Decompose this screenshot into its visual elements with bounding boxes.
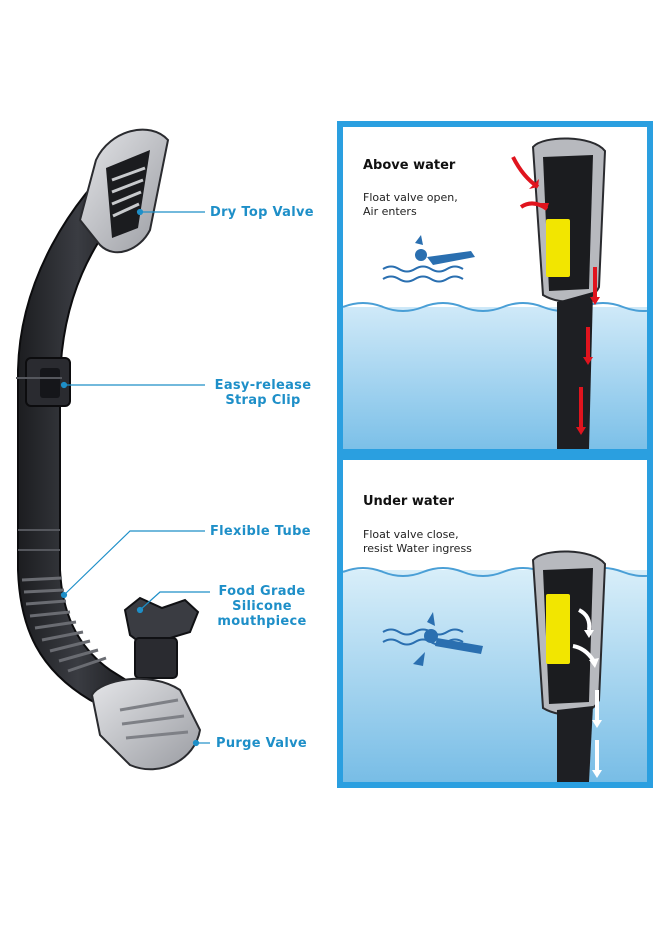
above-water-title: Above water	[363, 158, 456, 173]
under-water-title: Under water	[363, 494, 455, 509]
strap-clip-label-line2: Strap Clip	[225, 393, 301, 408]
corrugated-section	[21, 576, 107, 673]
under-water-panel: Under water Float valve close, resist Wa…	[337, 454, 653, 788]
mouthpiece-label: Food Grade Silicone mouthpiece	[212, 584, 312, 629]
water-flow-arrows	[572, 608, 599, 770]
mouthpiece-label-line1: Food Grade	[218, 584, 306, 599]
diver-icon	[413, 612, 483, 666]
above-water-panel: Above water Float valve open, Air enters	[337, 121, 653, 455]
float-valve	[546, 219, 570, 277]
leader-lines	[60, 208, 210, 747]
purge-valve-label: Purge Valve	[216, 736, 308, 751]
snorkel-illustration	[16, 128, 202, 771]
strap-clip-label-line1: Easy-release	[214, 378, 312, 393]
mouthpiece-label-line3: mouthpiece	[217, 614, 307, 629]
dry-top-valve-label: Dry Top Valve	[210, 205, 314, 220]
mouthpiece-label-line2: Silicone	[232, 599, 292, 614]
flexible-tube-label: Flexible Tube	[210, 524, 311, 539]
under-water-desc-line2: resist Water ingress	[363, 542, 472, 555]
under-water-desc-line1: Float valve close,	[363, 528, 459, 541]
above-water-desc-line2: Air enters	[363, 205, 417, 218]
float-valve-closed	[546, 594, 570, 664]
strap-clip-label: Easy-release Strap Clip	[208, 378, 318, 408]
above-water-illustration	[343, 137, 647, 449]
under-water-illustration	[343, 550, 647, 782]
above-water-desc-line1: Float valve open,	[363, 191, 458, 204]
swimmer-icon	[415, 235, 475, 265]
above-water-desc: Float valve open, Air enters	[363, 191, 458, 219]
under-water-desc: Float valve close, resist Water ingress	[363, 528, 472, 556]
